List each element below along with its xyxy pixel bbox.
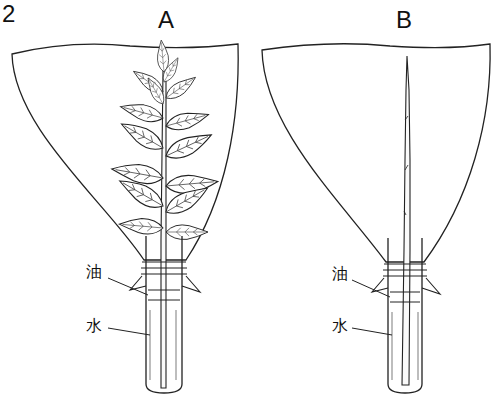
test-tube bbox=[388, 238, 422, 393]
layer-label: 水 bbox=[86, 318, 102, 334]
figure-number: 2 bbox=[2, 2, 15, 26]
layer-label: 油 bbox=[332, 266, 348, 282]
plastic-bag bbox=[12, 44, 238, 260]
bag-skirt bbox=[130, 276, 200, 292]
leader-line bbox=[352, 328, 392, 335]
leafless-stem bbox=[402, 56, 410, 385]
leader-line bbox=[352, 280, 390, 297]
bag-tie bbox=[383, 264, 427, 276]
bag-tie bbox=[141, 262, 187, 274]
bag-skirt bbox=[372, 278, 440, 294]
leader-line bbox=[108, 328, 150, 335]
leader-line bbox=[108, 278, 148, 295]
leafy-shoot bbox=[110, 40, 218, 388]
layer-label: 水 bbox=[332, 318, 348, 334]
layer-label: 油 bbox=[86, 264, 102, 280]
panel-letter: A bbox=[158, 8, 174, 32]
plastic-bag bbox=[262, 44, 490, 262]
panel-letter: B bbox=[396, 8, 412, 32]
test-tube bbox=[146, 236, 182, 393]
